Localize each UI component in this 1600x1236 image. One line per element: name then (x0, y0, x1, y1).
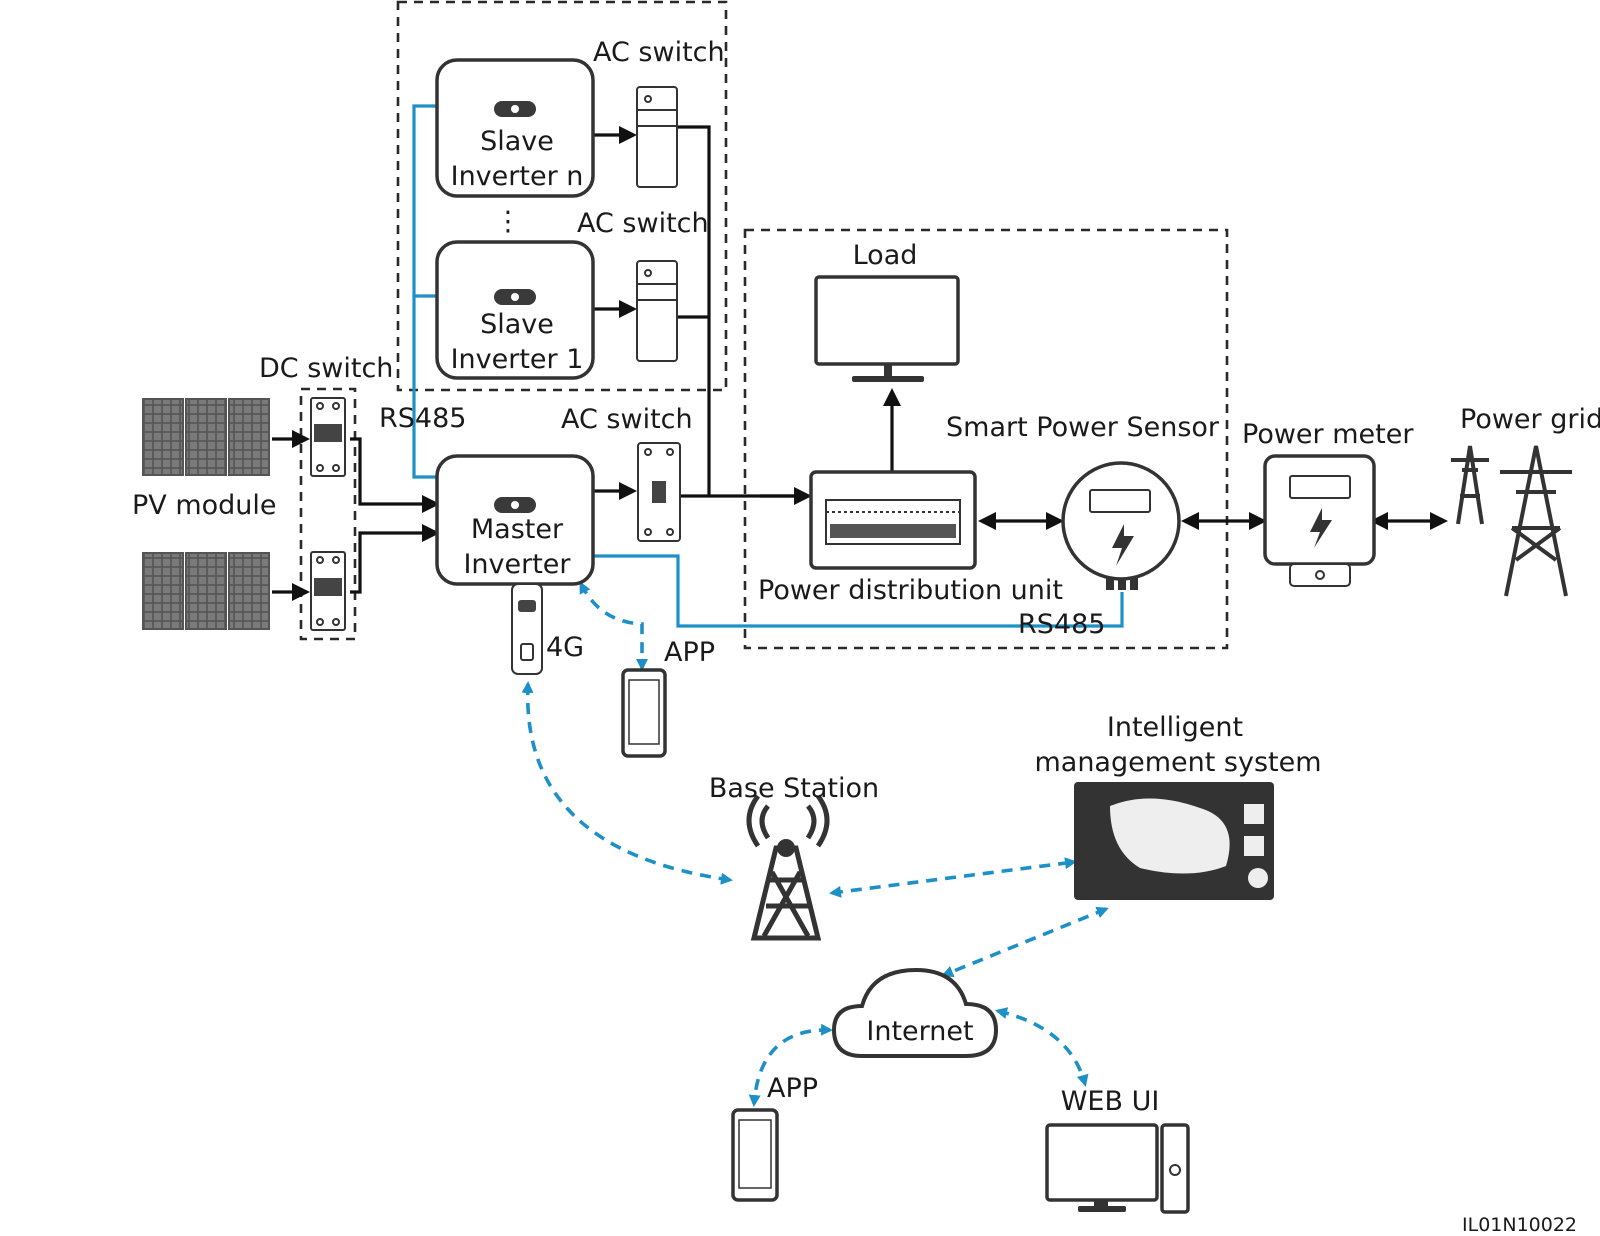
master-app-link (579, 581, 648, 671)
power-grid-label: Power grid (1460, 404, 1600, 435)
web-ui-label: WEB UI (1061, 1086, 1160, 1117)
power-distribution-unit-icon (809, 470, 977, 570)
ac-switch-slave-n-icon (636, 86, 678, 188)
power-grid-tower-icon (1451, 445, 1572, 597)
dc1-to-master-wire (350, 437, 440, 513)
power-meter-icon (1263, 454, 1376, 587)
internet-app-link (748, 1023, 833, 1107)
slave-ellipsis: ⋮ (495, 206, 522, 237)
dc-switch-group (299, 387, 357, 641)
master-inverter (435, 454, 595, 586)
rs485-bus-bottom (590, 554, 1124, 628)
internet-label: Internet (866, 1016, 973, 1047)
app-phone-bottom-icon (731, 1108, 779, 1202)
internet-cloud-icon (831, 967, 999, 1058)
ims-label-1: Intelligent (1107, 712, 1243, 743)
ac-switch-master-label: AC switch (561, 404, 693, 435)
slave-1-label-2: Inverter 1 (451, 344, 584, 375)
app-top-label: APP (664, 637, 715, 668)
load-monitor-icon (814, 275, 960, 382)
power-distribution-unit-label: Power distribution unit (758, 575, 1063, 606)
ac-bus-wire (678, 125, 800, 498)
rs485-left-label: RS485 (379, 403, 466, 434)
smart-power-sensor-icon (1061, 461, 1181, 590)
app-bottom-label: APP (767, 1073, 818, 1104)
ims-screen-icon (1074, 782, 1274, 900)
distribution-group (743, 228, 1229, 650)
slave-n-label-1: Slave (480, 126, 554, 157)
power-meter-label: Power meter (1242, 419, 1414, 450)
ac-switch-master-icon (637, 442, 681, 542)
4g-dongle-icon (511, 583, 543, 675)
slave-inverter-group (396, 0, 728, 392)
slave-inverter-1 (435, 240, 595, 380)
figure-id-label: IL01N10022 (1462, 1214, 1577, 1236)
dc2-to-master-wire (350, 524, 440, 594)
rs485-bottom-label: RS485 (1018, 609, 1105, 640)
dongle-basestation-link (521, 681, 733, 885)
ac-switch-top-label: AC switch (593, 37, 725, 68)
ac-switch-mid-label: AC switch (577, 208, 709, 239)
smart-power-sensor-label: Smart Power Sensor (946, 412, 1220, 443)
master-label-2: Inverter (463, 549, 571, 580)
base-station-icon (746, 794, 830, 941)
ims-internet-link (941, 906, 1109, 978)
dc-switch-label: DC switch (259, 353, 393, 384)
slave-1-label-1: Slave (480, 309, 554, 340)
basestation-ims-link (829, 857, 1077, 898)
ac-switch-slave-1-icon (636, 260, 678, 362)
load-label: Load (853, 240, 918, 271)
dc-switch-bottom-icon (310, 551, 346, 631)
slave-n-label-2: Inverter n (451, 161, 584, 192)
master-label-1: Master (471, 514, 564, 545)
internet-webui-link (995, 1007, 1089, 1087)
base-station-label: Base Station (709, 773, 879, 804)
pv-module-bottom-icon (142, 552, 270, 630)
dc-switch-top-icon (310, 397, 346, 477)
pv-module-top-icon (142, 398, 270, 476)
ims-label-2: management system (1034, 747, 1321, 778)
slave-inverter-n (435, 58, 595, 198)
web-ui-desktop-icon (1045, 1123, 1190, 1214)
pv-module-label: PV module (132, 490, 277, 521)
dongle-4g-label: 4G (546, 632, 584, 663)
app-phone-top-icon (621, 668, 667, 758)
